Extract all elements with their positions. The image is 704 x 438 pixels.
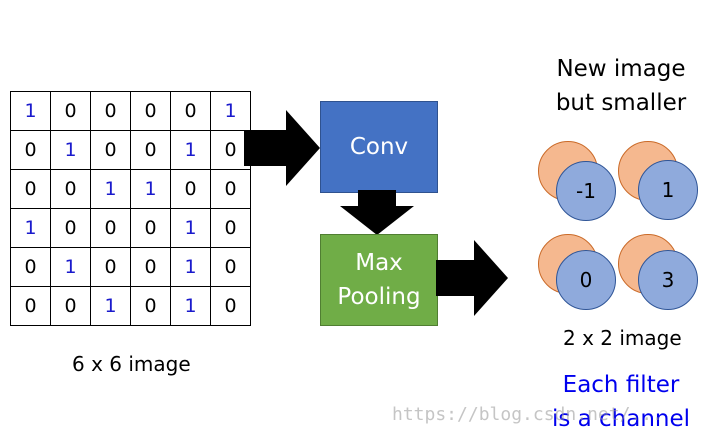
matrix-cell: 1: [50, 130, 91, 170]
max-pooling-box: Max Pooling: [320, 234, 438, 326]
output-value-circle: 1: [638, 160, 698, 220]
matrix-cell: 0: [210, 286, 251, 326]
matrix-cell: 0: [10, 247, 51, 287]
output-title: New image but smaller: [536, 52, 704, 120]
matrix-cell: 1: [10, 91, 51, 131]
matrix-cell: 0: [90, 130, 131, 170]
output-value-circle: 0: [556, 250, 616, 310]
down-arrow-icon: [340, 190, 414, 235]
matrix-cell: 0: [130, 91, 171, 131]
pool-label-line1: Max: [355, 250, 403, 276]
matrix-cell: 0: [210, 247, 251, 287]
matrix-cell: 1: [170, 208, 211, 248]
matrix-cell: 0: [10, 169, 51, 209]
matrix-cell: 0: [50, 91, 91, 131]
matrix-cell: 1: [90, 169, 131, 209]
matrix-cell: 0: [130, 130, 171, 170]
pool-label-line2: Pooling: [337, 284, 421, 310]
matrix-cell: 1: [170, 130, 211, 170]
output-title-line2: but smaller: [555, 90, 687, 116]
matrix-cell: 0: [50, 169, 91, 209]
matrix-cell: 0: [10, 130, 51, 170]
matrix-cell: 1: [10, 208, 51, 248]
right-arrow-icon: [436, 240, 508, 316]
conv-box: Conv: [320, 101, 438, 193]
watermark: https://blog.csdn.net/...: [392, 404, 663, 425]
output-value-circle: -1: [556, 161, 616, 221]
channel-note-line2: is a channel: [551, 406, 691, 432]
matrix-cell: 1: [90, 286, 131, 326]
matrix-cell: 1: [130, 169, 171, 209]
matrix-cell: 0: [170, 169, 211, 209]
matrix-cell: 0: [90, 91, 131, 131]
matrix-cell: 0: [90, 247, 131, 287]
matrix-cell: 0: [170, 91, 211, 131]
matrix-cell: 1: [170, 286, 211, 326]
output-value-circle: 3: [638, 250, 698, 310]
matrix-cell: 0: [130, 286, 171, 326]
matrix-cell: 0: [90, 208, 131, 248]
right-arrow-icon: [244, 110, 320, 186]
input-caption: 6 x 6 image: [72, 352, 191, 376]
matrix-cell: 0: [130, 208, 171, 248]
conv-label: Conv: [349, 134, 409, 160]
channel-note-line1: Each filter: [562, 372, 680, 398]
output-caption: 2 x 2 image: [563, 326, 682, 350]
matrix-cell: 0: [210, 208, 251, 248]
matrix-cell: 0: [50, 286, 91, 326]
matrix-cell: 1: [50, 247, 91, 287]
output-title-line1: New image: [556, 56, 686, 82]
matrix-cell: 0: [130, 247, 171, 287]
channel-note: Each filter is a channel: [536, 368, 704, 436]
matrix-cell: 1: [210, 91, 251, 131]
matrix-cell: 0: [50, 208, 91, 248]
matrix-cell: 0: [10, 286, 51, 326]
matrix-cell: 1: [170, 247, 211, 287]
